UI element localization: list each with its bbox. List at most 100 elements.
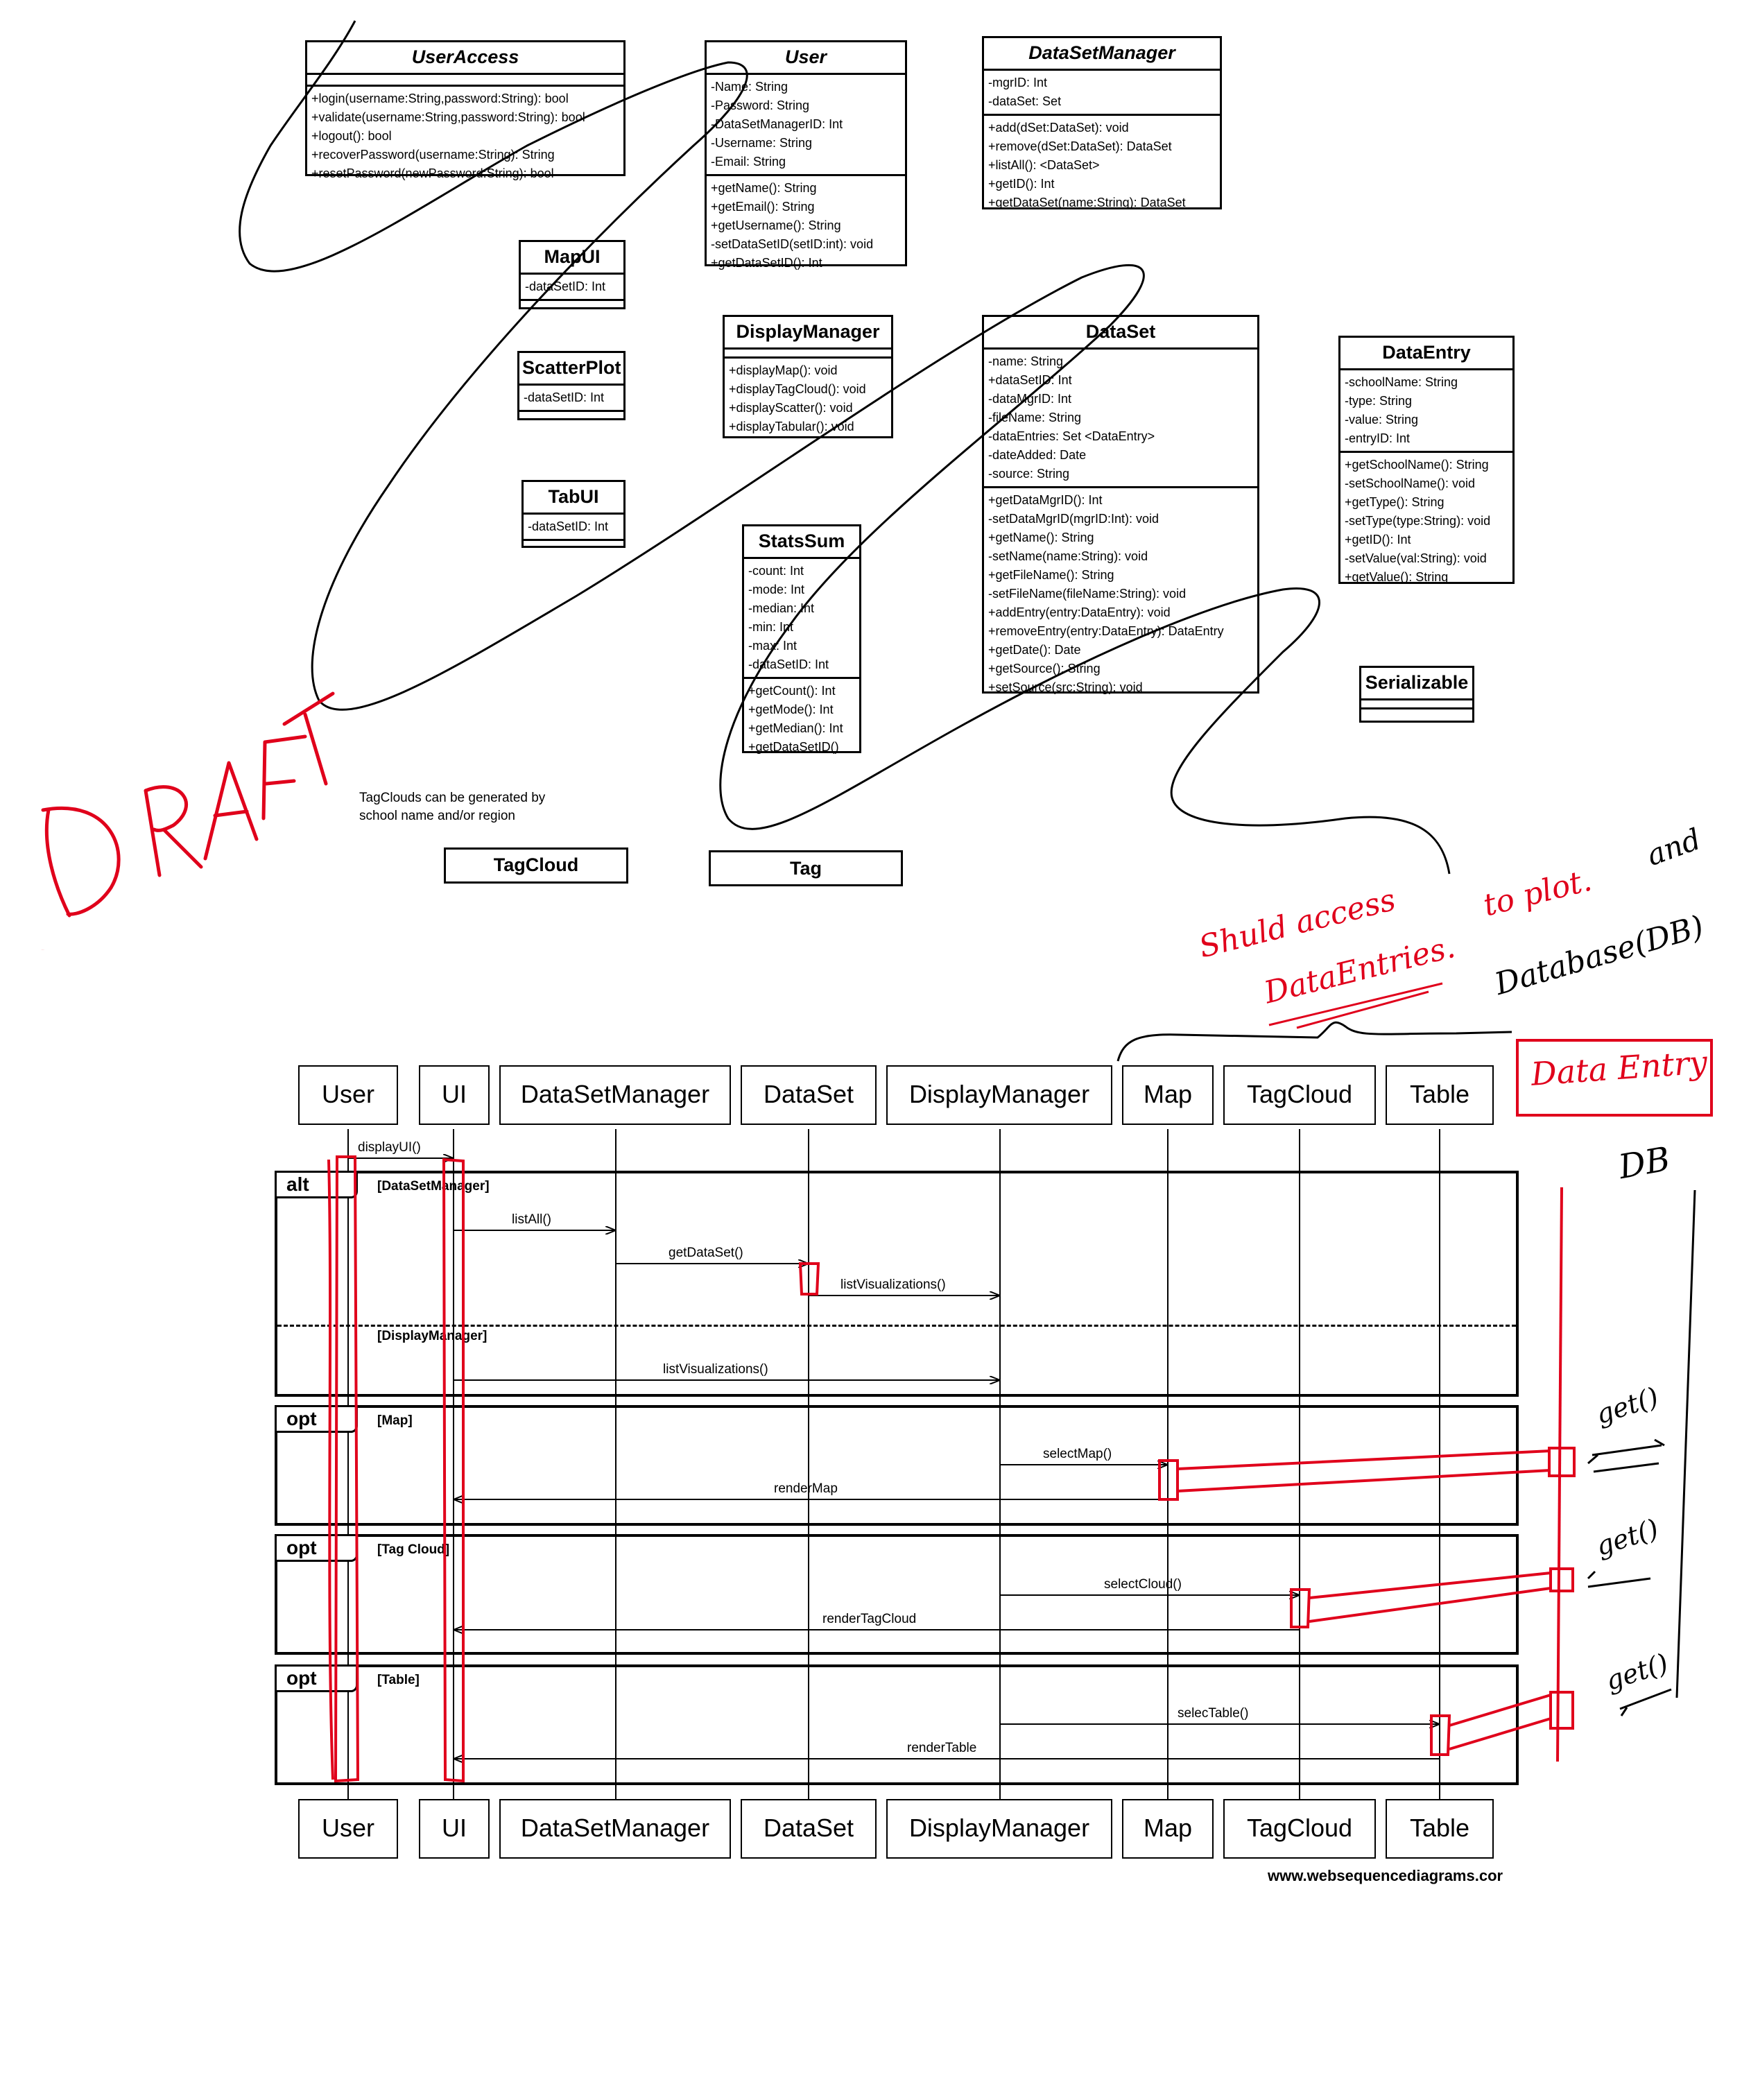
attribute: -entryID: Int bbox=[1345, 431, 1411, 445]
class-datasetmanager: DataSetManager -mgrID: Int -dataSet: Set… bbox=[982, 36, 1222, 209]
class-title: DataSetManager bbox=[984, 38, 1220, 71]
attribute: -type: String bbox=[1345, 394, 1413, 408]
attribute: -mode: Int bbox=[748, 583, 805, 596]
attribute: -max: Int bbox=[748, 639, 797, 653]
note-line: TagClouds can be generated by bbox=[359, 791, 546, 805]
method: +getType(): String bbox=[1345, 495, 1445, 509]
method: +getFileName(): String bbox=[988, 568, 1114, 582]
participant-map-top: Map bbox=[1122, 1065, 1214, 1125]
red-table-link bbox=[1449, 1694, 1551, 1750]
class-tabui: TabUI -dataSetID: Int bbox=[521, 480, 626, 548]
red-dataentry-lifeline bbox=[1177, 1187, 1576, 1762]
class-methods: +displayMap(): void +displayTagCloud(): … bbox=[725, 359, 891, 439]
method: +getName(): String bbox=[711, 181, 817, 195]
opt-frame-table: opt [Table] bbox=[275, 1664, 1519, 1785]
attribute: -Username: String bbox=[711, 136, 813, 150]
participant-ui-bottom: UI bbox=[419, 1799, 490, 1859]
method: +remove(dSet:DataSet): DataSet bbox=[988, 139, 1172, 153]
class-tag: Tag bbox=[709, 850, 903, 886]
class-attributes: -mgrID: Int -dataSet: Set bbox=[984, 71, 1220, 116]
participant-table-top: Table bbox=[1386, 1065, 1494, 1125]
method: +getDate(): Date bbox=[988, 643, 1081, 657]
method: +listAll(): <DataSet> bbox=[988, 158, 1100, 172]
letter-a bbox=[203, 761, 259, 861]
letter-d bbox=[41, 807, 121, 918]
msg-listvis2: listVisualizations() bbox=[663, 1362, 768, 1377]
method: +displayTabular(): void bbox=[729, 420, 854, 433]
class-mapui: MapUI -dataSetID: Int bbox=[519, 240, 626, 309]
class-title: UserAccess bbox=[307, 42, 623, 75]
frame-guard: [Tag Cloud] bbox=[377, 1542, 450, 1557]
method: +getValue(): String bbox=[1345, 570, 1449, 584]
frame-operator: opt bbox=[275, 1664, 358, 1692]
attribute: -dataSet: Set bbox=[988, 94, 1062, 108]
participant-displaymanager-bottom: DisplayManager bbox=[886, 1799, 1112, 1859]
participant-ui-top: UI bbox=[419, 1065, 490, 1125]
note-line: school name and/or region bbox=[359, 809, 515, 823]
method: -setSchoolName(): void bbox=[1345, 476, 1476, 490]
letter-f bbox=[261, 734, 307, 820]
method: -setValue(val:String): void bbox=[1345, 551, 1487, 565]
class-dataset: DataSet -name: String +dataSetID: Int -d… bbox=[982, 315, 1259, 694]
letter-t bbox=[282, 691, 335, 786]
red-bar-ui bbox=[442, 1157, 465, 1783]
class-displaymanager: DisplayManager +displayMap(): void +disp… bbox=[723, 315, 893, 438]
attribute: -Email: String bbox=[711, 155, 786, 169]
frame-guard: [Map] bbox=[377, 1413, 413, 1428]
draft-scribble-line bbox=[239, 20, 1451, 875]
attribute: -Name: String bbox=[711, 80, 788, 94]
attribute: -dataMgrID: Int bbox=[988, 392, 1072, 406]
msg-rendertable: renderTable bbox=[907, 1741, 977, 1755]
draft-text: DRAFT bbox=[42, 949, 44, 951]
method: -setFileName(fileName:String): void bbox=[988, 587, 1187, 601]
attribute: -dataEntries: Set <DataEntry> bbox=[988, 429, 1155, 443]
method: +getName(): String bbox=[988, 531, 1094, 544]
alt-divider bbox=[277, 1325, 1516, 1327]
red-underline bbox=[1268, 982, 1443, 1029]
msg-displayui: displayUI() bbox=[358, 1140, 421, 1155]
class-serializable: Serializable bbox=[1359, 666, 1474, 723]
class-methods: +add(dSet:DataSet): void +remove(dSet:Da… bbox=[984, 116, 1220, 215]
red-bar-tagcloud bbox=[1290, 1588, 1311, 1628]
footer-url: www.websequencediagrams.cor bbox=[1268, 1867, 1503, 1884]
class-title: DisplayManager bbox=[725, 317, 891, 350]
class-dataentry: DataEntry -schoolName: String -type: Str… bbox=[1338, 336, 1515, 584]
method: +getID(): Int bbox=[1345, 533, 1411, 546]
frame-operator: opt bbox=[275, 1405, 358, 1433]
class-attributes bbox=[725, 350, 891, 359]
method: -setName(name:String): void bbox=[988, 549, 1148, 563]
opt-frame-tagcloud: opt [Tag Cloud] bbox=[275, 1534, 1519, 1655]
class-title: StatsSum bbox=[744, 526, 859, 559]
attribute: -schoolName: String bbox=[1345, 375, 1458, 389]
method: +add(dSet:DataSet): void bbox=[988, 121, 1129, 135]
class-title: Serializable bbox=[1361, 668, 1472, 700]
class-attributes: -dataSetID: Int bbox=[519, 386, 623, 412]
participant-user-top: User bbox=[298, 1065, 398, 1125]
participant-dataset-bottom: DataSet bbox=[741, 1799, 877, 1859]
class-methods: +getSchoolName(): String -setSchoolName(… bbox=[1340, 453, 1512, 589]
tagcloud-note: TagClouds can be generated by school nam… bbox=[359, 789, 545, 825]
frame-guard-else: [DisplayManager] bbox=[377, 1329, 488, 1343]
method: +resetPassword(newPassword:String): bool bbox=[311, 166, 554, 180]
draft-letters bbox=[41, 691, 335, 918]
method: +getMode(): Int bbox=[748, 703, 834, 716]
participant-table-bottom: Table bbox=[1386, 1799, 1494, 1859]
class-attributes bbox=[307, 75, 623, 87]
method: +getSource(): String bbox=[988, 662, 1101, 675]
attribute: -min: Int bbox=[748, 620, 794, 634]
class-tagcloud: TagCloud bbox=[444, 847, 628, 884]
participant-datasetmanager-top: DataSetManager bbox=[499, 1065, 731, 1125]
msg-selectmap: selectMap() bbox=[1043, 1447, 1112, 1461]
participant-user-bottom: User bbox=[298, 1799, 398, 1859]
method: +recoverPassword(username:String): Strin… bbox=[311, 148, 555, 162]
msg-rendertagcloud: renderTagCloud bbox=[822, 1612, 917, 1626]
method: +getCount(): Int bbox=[748, 684, 836, 698]
msg-rendermap: renderMap bbox=[774, 1481, 838, 1496]
opt-frame-map: opt [Map] bbox=[275, 1405, 1519, 1526]
method: +displayMap(): void bbox=[729, 363, 838, 377]
letter-r bbox=[144, 785, 203, 877]
class-methods: +login(username:String,password:String):… bbox=[307, 87, 623, 186]
participant-map-bottom: Map bbox=[1122, 1799, 1214, 1859]
